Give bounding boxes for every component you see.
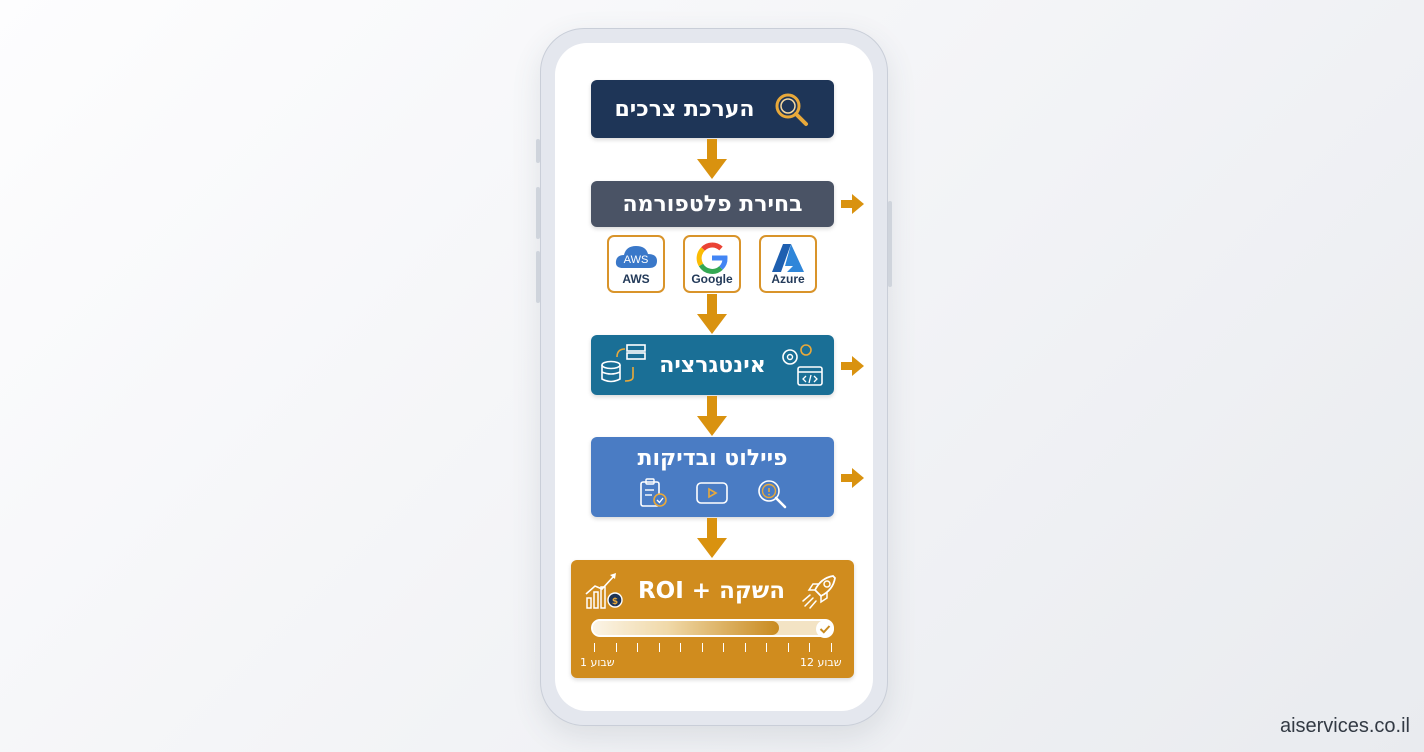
step-needs-assessment: הערכת צרכים xyxy=(591,80,834,138)
pilot-icons-row xyxy=(637,477,789,509)
timeline-tick xyxy=(809,643,810,652)
platform-name-azure: Azure xyxy=(771,272,805,286)
platform-card-azure: Azure xyxy=(759,235,817,293)
check-circle-icon xyxy=(816,620,834,638)
phone-mute-button xyxy=(536,139,540,163)
timeline-tick xyxy=(788,643,789,652)
timeline-tick xyxy=(766,643,767,652)
step-pilot-testing-label: פיילוט ובדיקות xyxy=(637,445,788,471)
database-sync-icon xyxy=(601,344,647,383)
timeline-tick xyxy=(616,643,617,652)
clipboard-check-icon xyxy=(639,477,667,507)
timeline-progress-fill xyxy=(593,621,780,635)
aws-badge: AWS xyxy=(624,254,649,266)
step-integration-label: אינטגרציה xyxy=(659,352,766,378)
arrow-right-icon xyxy=(841,468,864,488)
step-platform-selection-label: בחירת פלטפורמה xyxy=(622,191,803,217)
gear-code-icon xyxy=(781,344,823,386)
growth-chart-coin-icon: $ xyxy=(585,573,623,609)
timeline-start-label: שבוע 1 xyxy=(580,656,615,669)
rocket-icon xyxy=(802,575,837,609)
timeline-tick xyxy=(680,643,681,652)
arrow-right-icon xyxy=(841,194,864,214)
google-logo-icon xyxy=(696,242,728,274)
phone-volume-down-button xyxy=(536,251,540,303)
phone-volume-up-button xyxy=(536,187,540,239)
timeline-tick xyxy=(637,643,638,652)
svg-text:$: $ xyxy=(612,597,618,607)
arrow-down-icon xyxy=(697,294,727,334)
aws-cloud-icon: AWS xyxy=(615,246,657,268)
step-pilot-testing: פיילוט ובדיקות xyxy=(591,437,834,517)
step-deployment-roi-label: השקה + ROI xyxy=(637,578,786,604)
timeline-ticks xyxy=(594,643,832,653)
azure-logo-icon xyxy=(772,244,804,272)
platform-card-google: Google xyxy=(683,235,741,293)
timeline-tick xyxy=(723,643,724,652)
step-integration: אינטגרציה xyxy=(591,335,834,395)
deployment-header: $ השקה + ROI xyxy=(582,570,843,612)
platform-card-aws: AWS AWS xyxy=(607,235,665,293)
magnifier-icon xyxy=(775,93,808,126)
arrow-down-icon xyxy=(697,139,727,179)
timeline-tick xyxy=(702,643,703,652)
arrow-down-icon xyxy=(697,518,727,558)
platform-name-aws: AWS xyxy=(622,272,650,286)
timeline-tick xyxy=(594,643,595,652)
timeline-progress-bar xyxy=(591,619,834,637)
search-warning-icon xyxy=(757,479,786,508)
video-play-icon xyxy=(695,481,728,504)
arrow-down-icon xyxy=(697,396,727,436)
timeline-tick xyxy=(659,643,660,652)
arrow-right-icon xyxy=(841,356,864,376)
step-needs-assessment-label: הערכת צרכים xyxy=(614,96,755,122)
phone-power-button xyxy=(888,201,892,287)
timeline-tick xyxy=(831,643,832,652)
platform-name-google: Google xyxy=(691,272,733,286)
step-platform-selection: בחירת פלטפורמה xyxy=(591,181,834,227)
timeline-end-label: שבוע 12 xyxy=(800,656,842,669)
site-watermark: aiservices.co.il xyxy=(1279,715,1410,737)
timeline-tick xyxy=(745,643,746,652)
